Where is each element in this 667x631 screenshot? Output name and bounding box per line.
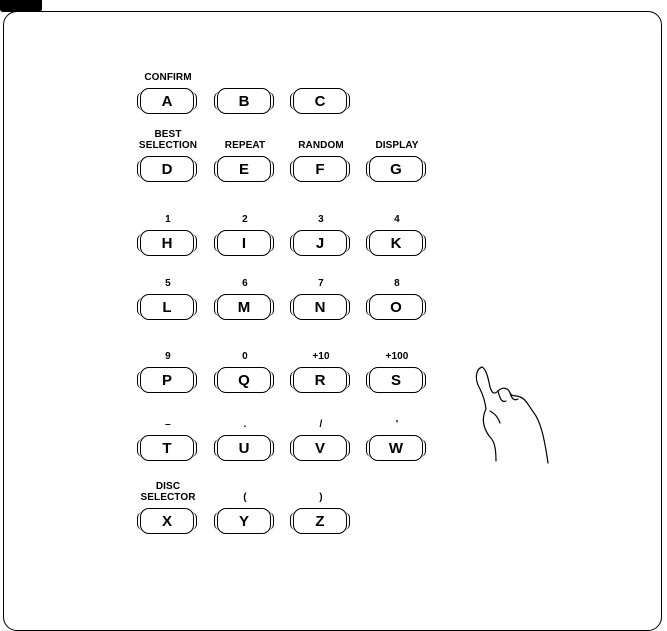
- key-letter-e: E: [239, 161, 249, 178]
- key-letter-i: I: [242, 235, 246, 252]
- key-button-z[interactable]: Z: [293, 508, 347, 534]
- key-letter-d: D: [162, 161, 173, 178]
- key-letter-l: L: [162, 299, 171, 316]
- key-label-w: ': [337, 419, 457, 430]
- key-letter-a: A: [162, 93, 173, 110]
- key-button-k[interactable]: K: [369, 230, 423, 256]
- key-letter-j: J: [316, 235, 324, 252]
- key-letter-t: T: [162, 440, 171, 457]
- key-button-o[interactable]: O: [369, 294, 423, 320]
- key-letter-g: G: [390, 161, 402, 178]
- key-cell-z: )Z: [261, 477, 381, 537]
- key-label-o: 8: [337, 278, 457, 289]
- key-letter-p: P: [162, 372, 172, 389]
- key-letter-q: Q: [238, 372, 250, 389]
- key-letter-r: R: [315, 372, 326, 389]
- key-letter-x: X: [162, 513, 172, 530]
- key-letter-m: M: [238, 299, 251, 316]
- key-letter-s: S: [391, 372, 401, 389]
- key-letter-w: W: [389, 440, 403, 457]
- key-letter-c: C: [315, 93, 326, 110]
- key-letter-f: F: [315, 161, 324, 178]
- key-letter-u: U: [239, 440, 250, 457]
- key-button-g[interactable]: G: [369, 156, 423, 182]
- key-letter-h: H: [162, 235, 173, 252]
- key-letter-n: N: [315, 299, 326, 316]
- pointing-hand-icon: [468, 365, 558, 465]
- key-button-c[interactable]: C: [293, 88, 347, 114]
- key-label-k: 4: [337, 214, 457, 225]
- key-cell-w: 'W: [337, 404, 457, 464]
- key-letter-k: K: [391, 235, 402, 252]
- key-label-g: DISPLAY: [337, 140, 457, 151]
- key-button-w[interactable]: W: [369, 435, 423, 461]
- key-label-z: ): [261, 492, 381, 503]
- key-letter-o: O: [390, 299, 402, 316]
- key-cell-c: C: [261, 57, 381, 117]
- key-cell-g: DISPLAY G: [337, 125, 457, 185]
- key-letter-b: B: [239, 93, 250, 110]
- key-button-s[interactable]: S: [369, 367, 423, 393]
- key-label-s: +100: [337, 351, 457, 362]
- key-letter-z: Z: [315, 513, 324, 530]
- key-letter-v: V: [315, 440, 325, 457]
- key-letter-y: Y: [239, 513, 249, 530]
